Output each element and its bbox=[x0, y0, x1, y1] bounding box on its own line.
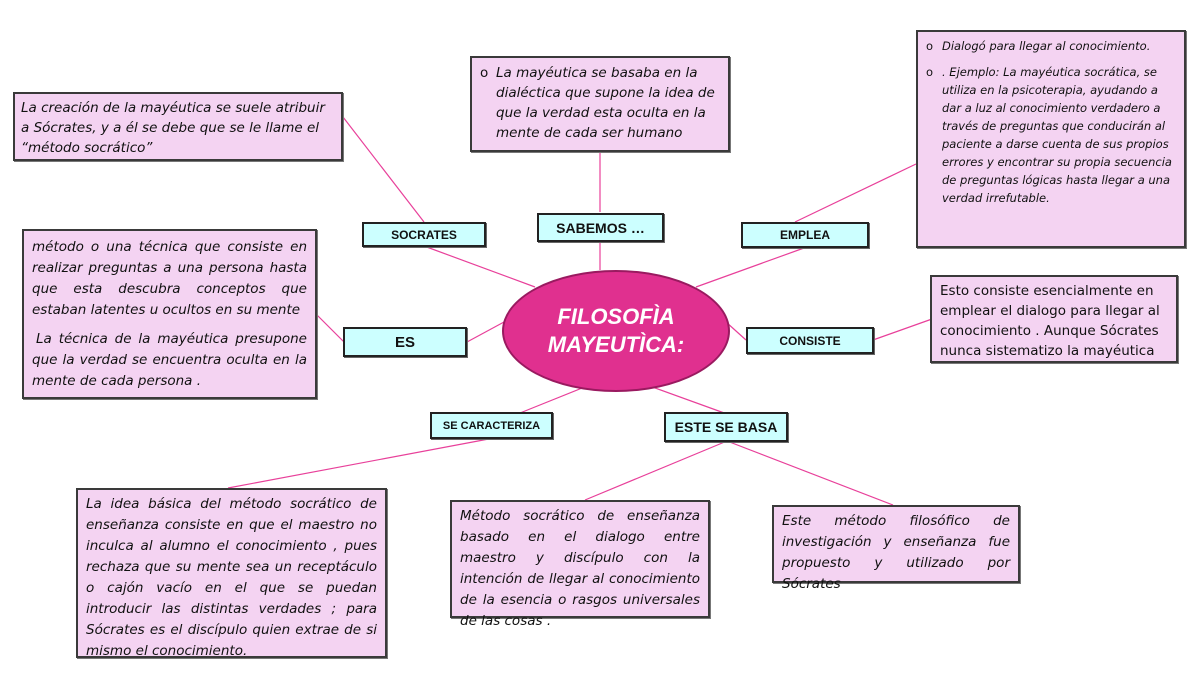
connector-center-es bbox=[466, 321, 505, 343]
box-consiste-text: Esto consiste esencialmente en emplear e… bbox=[940, 283, 1160, 359]
box-emplea-item-2: . Ejemplo: La mayéutica socrática, se ut… bbox=[942, 65, 1172, 205]
box-emplea-item-1: Dialogó para llegar al conocimiento. bbox=[942, 39, 1151, 53]
central-topic-line1: FILOSOFÌA bbox=[557, 304, 675, 329]
box-sabemos-text: La mayéutica se basaba en la dialéctica … bbox=[496, 65, 715, 141]
label-sabemos[interactable]: SABEMOS … bbox=[537, 213, 664, 242]
label-socrates[interactable]: SOCRATES bbox=[362, 222, 486, 247]
box-este-se-basa-2-text: Este método filosófico de investigación … bbox=[782, 513, 1010, 592]
connector-center-emplea bbox=[695, 247, 805, 288]
box-este-se-basa-2: Este método filosófico de investigación … bbox=[772, 505, 1020, 592]
label-se-caracteriza[interactable]: SE CARACTERIZA bbox=[430, 412, 553, 439]
connector-consiste-box bbox=[872, 318, 933, 341]
label-emplea[interactable]: EMPLEA bbox=[741, 222, 869, 248]
bullet-circle-icon: o bbox=[926, 39, 934, 53]
box-se-caracteriza-text: La idea básica del método socrático de e… bbox=[86, 496, 377, 658]
connector-es-box bbox=[316, 314, 345, 343]
label-sabemos-text: SABEMOS … bbox=[556, 219, 645, 236]
box-socrates-origin: La creación de la mayéutica se suele atr… bbox=[13, 92, 343, 161]
box-emplea: o Dialogó para llegar al conocimiento. o… bbox=[916, 30, 1186, 248]
label-es[interactable]: ES bbox=[343, 327, 467, 357]
central-topic-line2: MAYEUTÌCA: bbox=[547, 332, 685, 357]
label-emplea-text: EMPLEA bbox=[779, 228, 830, 242]
box-es: método o una técnica que consiste en rea… bbox=[22, 229, 317, 399]
label-socrates-text: SOCRATES bbox=[391, 227, 457, 242]
box-es-paragraph-1: método o una técnica que consiste en rea… bbox=[32, 239, 307, 318]
box-se-caracteriza: La idea básica del método socrático de e… bbox=[76, 488, 387, 658]
box-consiste: Esto consiste esencialmente en emplear e… bbox=[930, 275, 1178, 363]
connector-caracteriza-box bbox=[227, 437, 495, 489]
connector-center-socrates bbox=[423, 245, 536, 288]
connector-socrates-box bbox=[342, 116, 425, 223]
connector-basa-box2 bbox=[726, 440, 894, 506]
bullet-circle-icon: o bbox=[926, 65, 934, 79]
box-es-paragraph-2: La técnica de la mayéutica presupone que… bbox=[32, 331, 307, 389]
box-sabemos: o La mayéutica se basaba en la dialéctic… bbox=[470, 56, 730, 152]
label-se-caracteriza-text: SE CARACTERIZA bbox=[442, 419, 541, 432]
connector-basa-box1 bbox=[584, 440, 728, 501]
label-es-text: ES bbox=[394, 333, 415, 351]
central-topic-node[interactable]: FILOSOFÌA MAYEUTÌCA: bbox=[502, 270, 730, 392]
box-socrates-origin-text: La creación de la mayéutica se suele atr… bbox=[21, 100, 325, 156]
box-este-se-basa-1: Método socrático de enseñanza basado en … bbox=[450, 500, 710, 629]
connector-emplea-box bbox=[794, 163, 917, 223]
bullet-circle-icon: o bbox=[480, 65, 489, 81]
label-consiste[interactable]: CONSISTE bbox=[746, 327, 874, 354]
box-este-se-basa-1-text: Método socrático de enseñanza basado en … bbox=[460, 508, 700, 629]
label-este-se-basa-text: ESTE SE BASA bbox=[674, 419, 778, 435]
label-este-se-basa[interactable]: ESTE SE BASA bbox=[664, 412, 788, 442]
label-consiste-text: CONSISTE bbox=[779, 333, 841, 348]
